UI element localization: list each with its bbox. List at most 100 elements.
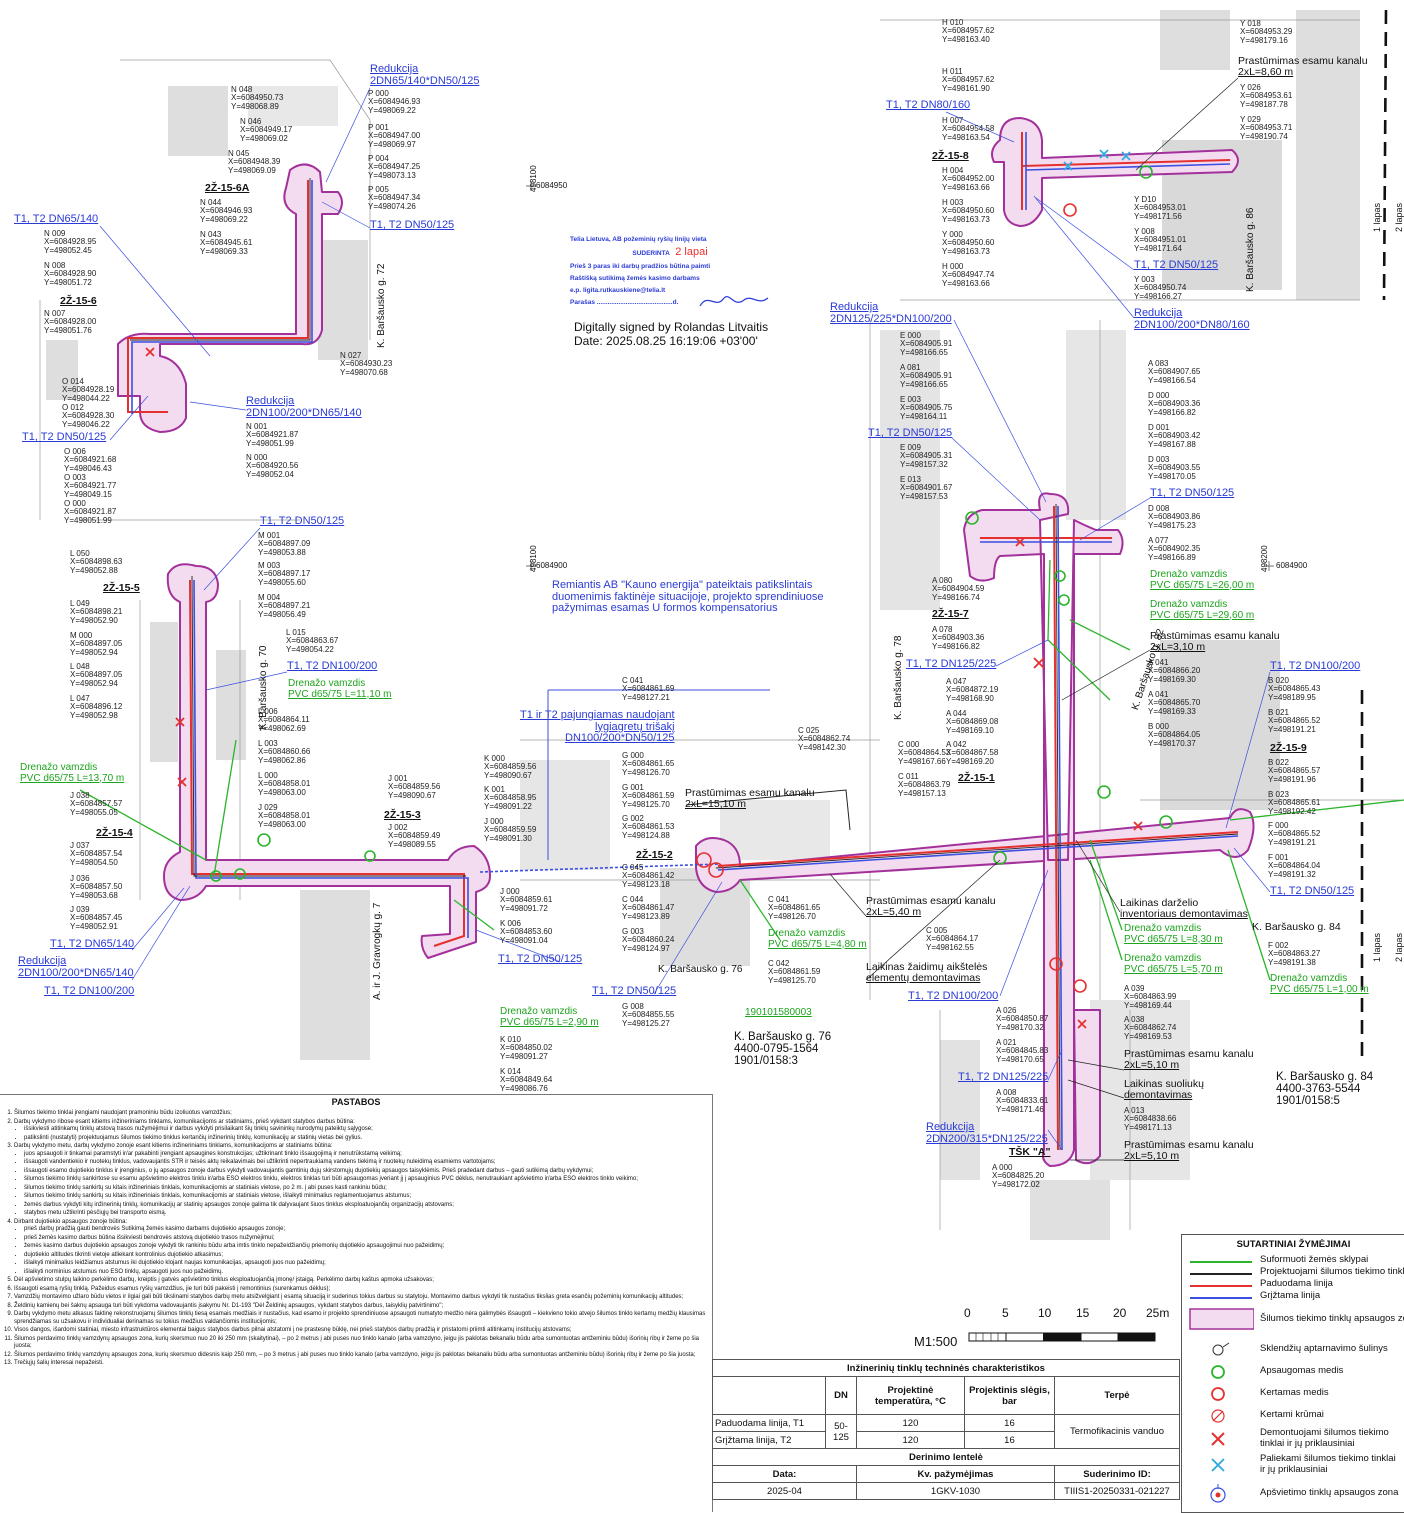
- coordinate-line: X=6084861.47: [622, 903, 675, 913]
- note-item: Vamzdžių montavimo užlaro būdu vietos ir…: [14, 1294, 712, 1302]
- tech-header: [712, 1376, 826, 1415]
- coordinate-line: X=6084907.65: [1148, 367, 1201, 377]
- coordinate-line: X=6084897.09: [258, 539, 311, 549]
- pipe-label-line: T1, T2 DN50/125: [1134, 259, 1219, 271]
- coordinate-line: Y=498169.53: [1124, 1031, 1172, 1041]
- coordinate-line: X=6084903.36: [932, 633, 985, 643]
- pipe-label: T1, T2 DN50/125: [1134, 259, 1219, 272]
- note-label-line: Prastūmimas esamu kanalu: [1238, 55, 1368, 67]
- pipe-label-line: T1, T2 DN125/225: [906, 658, 997, 670]
- coordinate-line: Y=498091.72: [500, 903, 548, 913]
- coordinate-line: X=6084905.91: [900, 371, 953, 381]
- coordinate-line: Y=498089.55: [388, 839, 436, 849]
- coordinate-line: X=6084864.17: [926, 934, 979, 944]
- pipe-label: Remiantis AB "Kauno energija" pateiktais…: [552, 579, 823, 615]
- cut-tree-icon: [1211, 1387, 1225, 1401]
- tech-temp: 120: [855, 1414, 965, 1432]
- tech-medium: Termofikacinis vanduo: [1054, 1414, 1180, 1449]
- pipe-label-line: Redukcija: [18, 955, 67, 967]
- coordinate-line: B 020: [1268, 676, 1289, 685]
- coordinate-line: J 038: [70, 791, 90, 800]
- coordinate-line: Y=498052.04: [246, 469, 294, 479]
- coordinate-line: Y=498123.18: [622, 879, 670, 889]
- scale-tick: 20: [1113, 1306, 1127, 1320]
- coordinate-line: C 025: [798, 726, 820, 735]
- pipe-label-line: Remiantis AB "Kauno energija" pateiktais…: [552, 579, 813, 591]
- coordinate-line: X=6084865.70: [1148, 698, 1201, 708]
- drainage-label-line: PVC d65/75 L=13,70 m: [20, 772, 125, 784]
- coordinate-line: X=6084930.23: [340, 359, 393, 369]
- coordinate-line: X=6084850.02: [500, 1043, 553, 1053]
- note-text: Darbų vykdymo metu atkasus faktinę rekon…: [14, 1311, 706, 1325]
- coordinate-line: Y=498191.38: [1268, 957, 1316, 967]
- coordinate-line: Y=498125.27: [622, 1018, 670, 1028]
- coordinate-line: X=6084872.19: [946, 685, 999, 695]
- stamp-line: Parašas ................................…: [570, 299, 679, 306]
- note-label-line: Laikinas žaidimų aikštelės: [866, 961, 988, 973]
- coordinate-line: J 037: [70, 841, 90, 850]
- coordinate-line: X=6084861.53: [622, 822, 675, 832]
- coordinate-line: X=6084902.35: [1148, 544, 1201, 554]
- drainage-label-line: Drenažo vamzdis: [768, 928, 846, 939]
- stamp-approved: SUDERINTA 2 lapai: [570, 246, 770, 258]
- note-label: K. Baršausko g. 84: [1252, 921, 1341, 933]
- coordinate-line: G 008: [622, 1002, 644, 1011]
- drainage-label-line: 190101580003: [745, 1007, 812, 1018]
- note-text: Darbų vykdymo metu, darbų vykdymo zonoje…: [14, 1143, 333, 1149]
- trees: [210, 165, 1173, 993]
- legend-item-plots: Suformuoti žemės sklypai: [1182, 1254, 1404, 1276]
- coordinate-line: Y=498062.86: [258, 755, 306, 765]
- coordinate-line: Y 018: [1240, 19, 1261, 28]
- drainage-label-line: PVC d65/75 L=2,90 m: [500, 1016, 599, 1028]
- notes-list: Šilumos tiekimo tinklai įrengiami naudoj…: [0, 1110, 712, 1368]
- coordinate-line: N 007: [44, 309, 66, 318]
- sheet-label: 1 lapas: [1372, 202, 1382, 232]
- coordinate-line: L 006: [258, 707, 278, 716]
- coordinate-line: X=6084897.05: [70, 639, 123, 649]
- coordinate-line: Y=498163.54: [942, 132, 990, 142]
- protected-tree-icon: [1211, 1365, 1225, 1379]
- coordinate-line: A 013: [1124, 1106, 1145, 1115]
- coordinate-line: Y=498170.65: [996, 1054, 1044, 1064]
- coordinate-line: A 077: [1148, 536, 1169, 545]
- note-text: Šilumos perdavimo tinklų vamzdynų apsaug…: [14, 1351, 696, 1358]
- legend-item-zone: Šilumos tiekimo tinklų apsaugos zona: [1182, 1307, 1404, 1333]
- pipe-label-line: T1, T2 DN65/140: [14, 213, 99, 225]
- coordinate-line: Y=498125.70: [622, 799, 670, 809]
- coordinate-line: Y=498169.20: [946, 756, 994, 766]
- pipe-label-line: Redukcija: [830, 301, 879, 313]
- coordinate-line: X=6084863.67: [286, 636, 339, 646]
- pipe-label-line: T1 ir T2 pajungiamas naudojant: [520, 709, 675, 721]
- note-subitem: žemės darbus vykdyti kitų inžinerinių ti…: [24, 1202, 712, 1210]
- pipe-label-line: T1, T2 DN65/140: [50, 938, 135, 950]
- coordinate-line: X=6084950.60: [942, 238, 995, 248]
- coordinate-line: X=6084858.01: [258, 779, 311, 789]
- coordinate-line: L 015: [286, 628, 306, 637]
- pipe-label: T1, T2 DN100/200: [908, 990, 998, 1003]
